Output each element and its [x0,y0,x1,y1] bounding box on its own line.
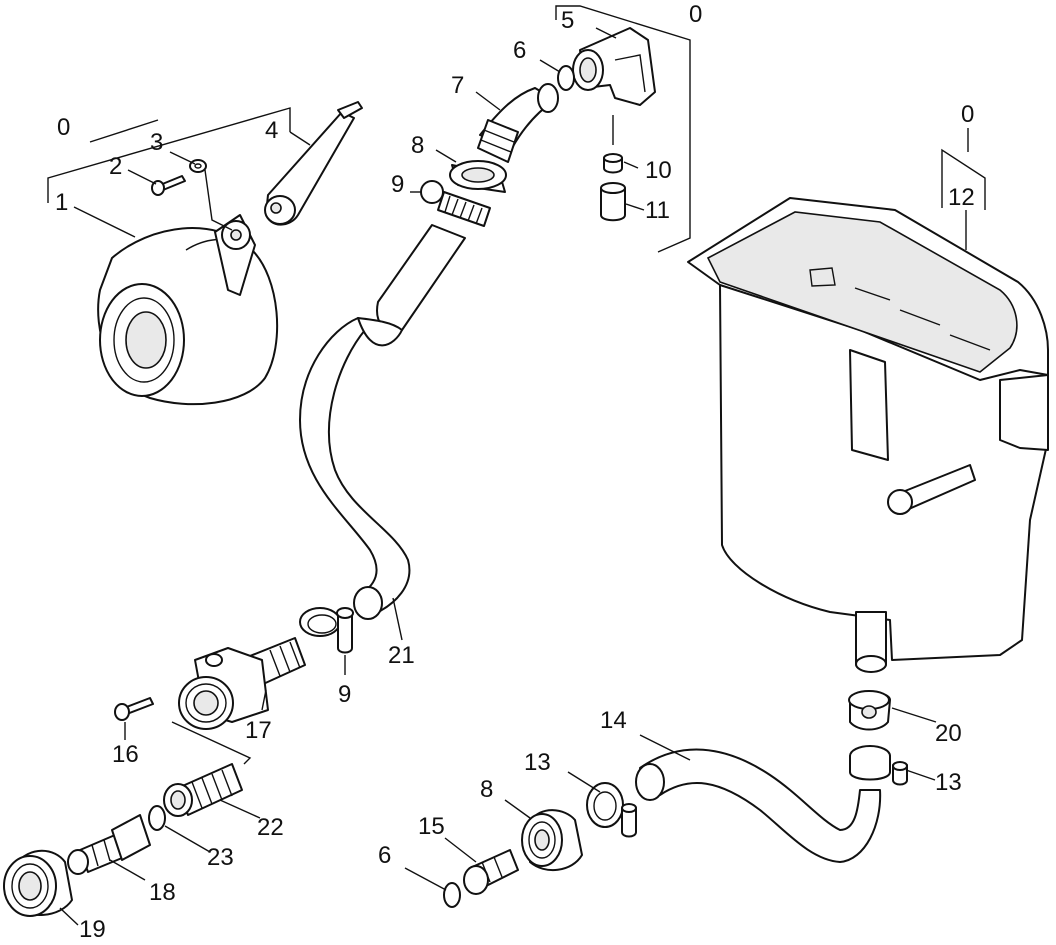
label-0-left-bracket: 0 [57,114,70,141]
label-4: 4 [265,117,278,144]
part-labels: 0 1 2 3 4 0 5 6 7 8 9 10 11 0 12 21 9 17… [55,1,975,943]
part-5-elbow-bracket [572,27,656,106]
part-2-screw [151,175,186,196]
part-14-hose [635,748,882,863]
label-18: 18 [149,879,176,906]
part-22-threaded-insert [163,763,243,817]
label-21: 21 [388,642,415,669]
part-13-clamp-right [849,745,908,786]
part-21-hose [299,224,466,620]
label-19: 19 [79,916,106,943]
part-13-clamp-lower [586,782,637,838]
label-10: 10 [645,157,672,184]
part-6-o-ring-lower [443,882,461,908]
label-8-lower: 8 [480,776,493,803]
part-6-o-ring-top [557,65,575,91]
part-18-hose-barb [67,814,151,875]
part-8-union-nut-lower [521,809,583,872]
label-15: 15 [418,813,445,840]
part-20-stopper [848,690,891,731]
part-17-coupling [178,637,306,730]
label-13-right: 13 [935,769,962,796]
part-16-screw [114,697,154,721]
label-17: 17 [245,717,272,744]
part-1-hose-drum [97,214,279,406]
part-10-cap [603,153,623,174]
label-20: 20 [935,720,962,747]
part-8-union-nut-top [449,160,507,193]
label-0-top-bracket: 0 [689,1,702,28]
label-22: 22 [257,814,284,841]
part-4-crank-handle [264,101,363,226]
label-12: 12 [948,184,975,211]
leader-lines [47,5,986,926]
label-9-bottom: 9 [338,681,351,708]
part-9-ball-top [420,180,444,204]
label-3: 3 [150,129,163,156]
part-7-hose-nozzle [477,83,559,163]
part-12-water-tank [687,197,1049,673]
part-19-union-nut [3,849,73,917]
label-5: 5 [561,7,574,34]
part-9-hose-clamp [299,607,354,654]
label-11: 11 [645,197,670,224]
label-0-right-bracket: 0 [961,101,974,128]
label-8-top: 8 [411,132,424,159]
label-9-top: 9 [391,171,404,198]
part-15-nipple [463,849,519,895]
label-6-top: 6 [513,37,526,64]
part-3-washer [189,159,207,173]
label-1: 1 [55,189,68,216]
label-16: 16 [112,741,139,768]
label-13-lower: 13 [524,749,551,776]
part-11-sleeve [600,182,626,222]
label-6-lower: 6 [378,842,391,869]
part-23-o-ring [148,805,166,831]
part-spring-filter [437,191,491,227]
label-23: 23 [207,844,234,871]
label-14: 14 [600,707,627,734]
label-2: 2 [109,153,122,180]
label-7: 7 [451,72,464,99]
